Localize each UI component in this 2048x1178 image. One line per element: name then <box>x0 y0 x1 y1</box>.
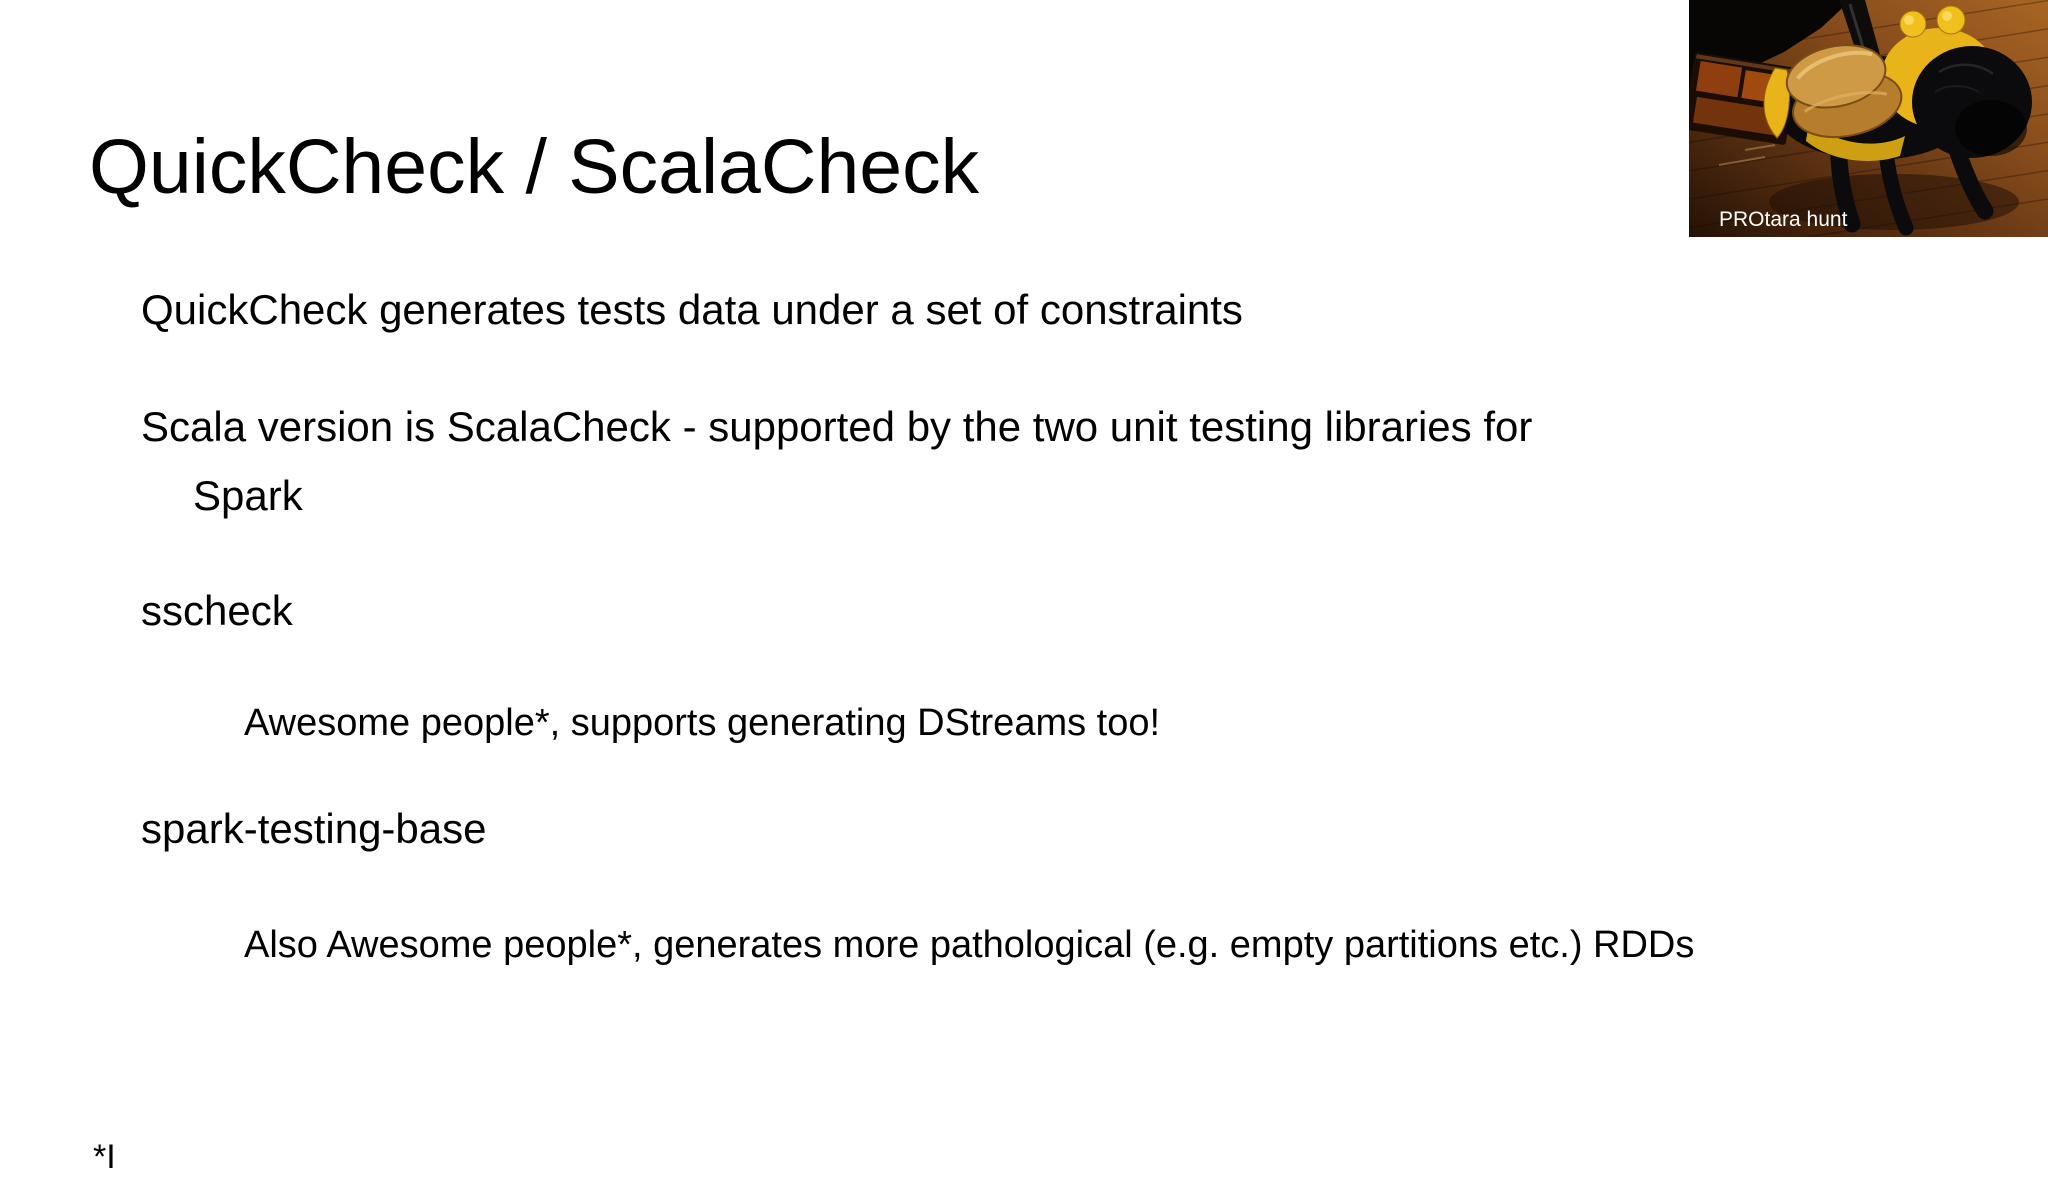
bullet-text: spark-testing-base <box>141 805 487 852</box>
antenna-pompom-left <box>1899 10 1927 38</box>
bee-wings <box>1785 44 1903 139</box>
bullet-text-line-1: Scala version is ScalaCheck - supported … <box>141 403 1533 450</box>
floor-scratches <box>1718 144 1776 166</box>
bullet-text-line-2: Spark <box>193 472 303 519</box>
slide-title: QuickCheck / ScalaCheck <box>89 124 980 210</box>
dog-muzzle-shadow <box>1955 100 2027 156</box>
head-highlight <box>1938 63 1994 76</box>
photo-caption: PROtara hunt <box>1719 208 1848 231</box>
wing-highlight <box>1803 91 1888 113</box>
bullet-text: Awesome people*, supports generating DSt… <box>244 702 1161 744</box>
wing-highlight <box>1796 50 1873 80</box>
dog-bee-costume-illustration: PROtara hunt <box>1689 0 2048 237</box>
head-highlight <box>1934 85 1980 93</box>
pompom-highlight <box>1942 11 1952 21</box>
dog-bee-costume-photo: PROtara hunt <box>1689 0 2048 237</box>
slide-canvas: QuickCheck / ScalaCheck QuickCheck gener… <box>89 0 2048 1176</box>
pompom-highlight <box>1904 15 1914 25</box>
bullet-quickcheck-generates: QuickCheck generates tests data under a … <box>141 275 1243 344</box>
bullet-text: QuickCheck generates tests data under a … <box>141 286 1243 333</box>
bullet-spark-testing-base: spark-testing-base <box>141 794 487 863</box>
sub-bullet-sscheck-detail: Awesome people*, supports generating DSt… <box>244 699 1160 747</box>
bullet-scala-version: Scala version is ScalaCheck - supported … <box>141 392 1532 530</box>
sub-bullet-spark-testing-base-detail: Also Awesome people*, generates more pat… <box>244 921 1694 969</box>
bee-stripe-bottom <box>1806 122 1905 161</box>
chair-leg-highlight <box>1848 3 1867 55</box>
footnote-clipped: *I <box>93 1138 116 1176</box>
bullet-sscheck: sscheck <box>141 576 293 645</box>
bullet-text: Also Awesome people*, generates more pat… <box>244 924 1695 966</box>
chair-leg <box>1839 0 1881 60</box>
bullet-text: sscheck <box>141 587 293 634</box>
antenna-pompom-right <box>1936 5 1966 35</box>
